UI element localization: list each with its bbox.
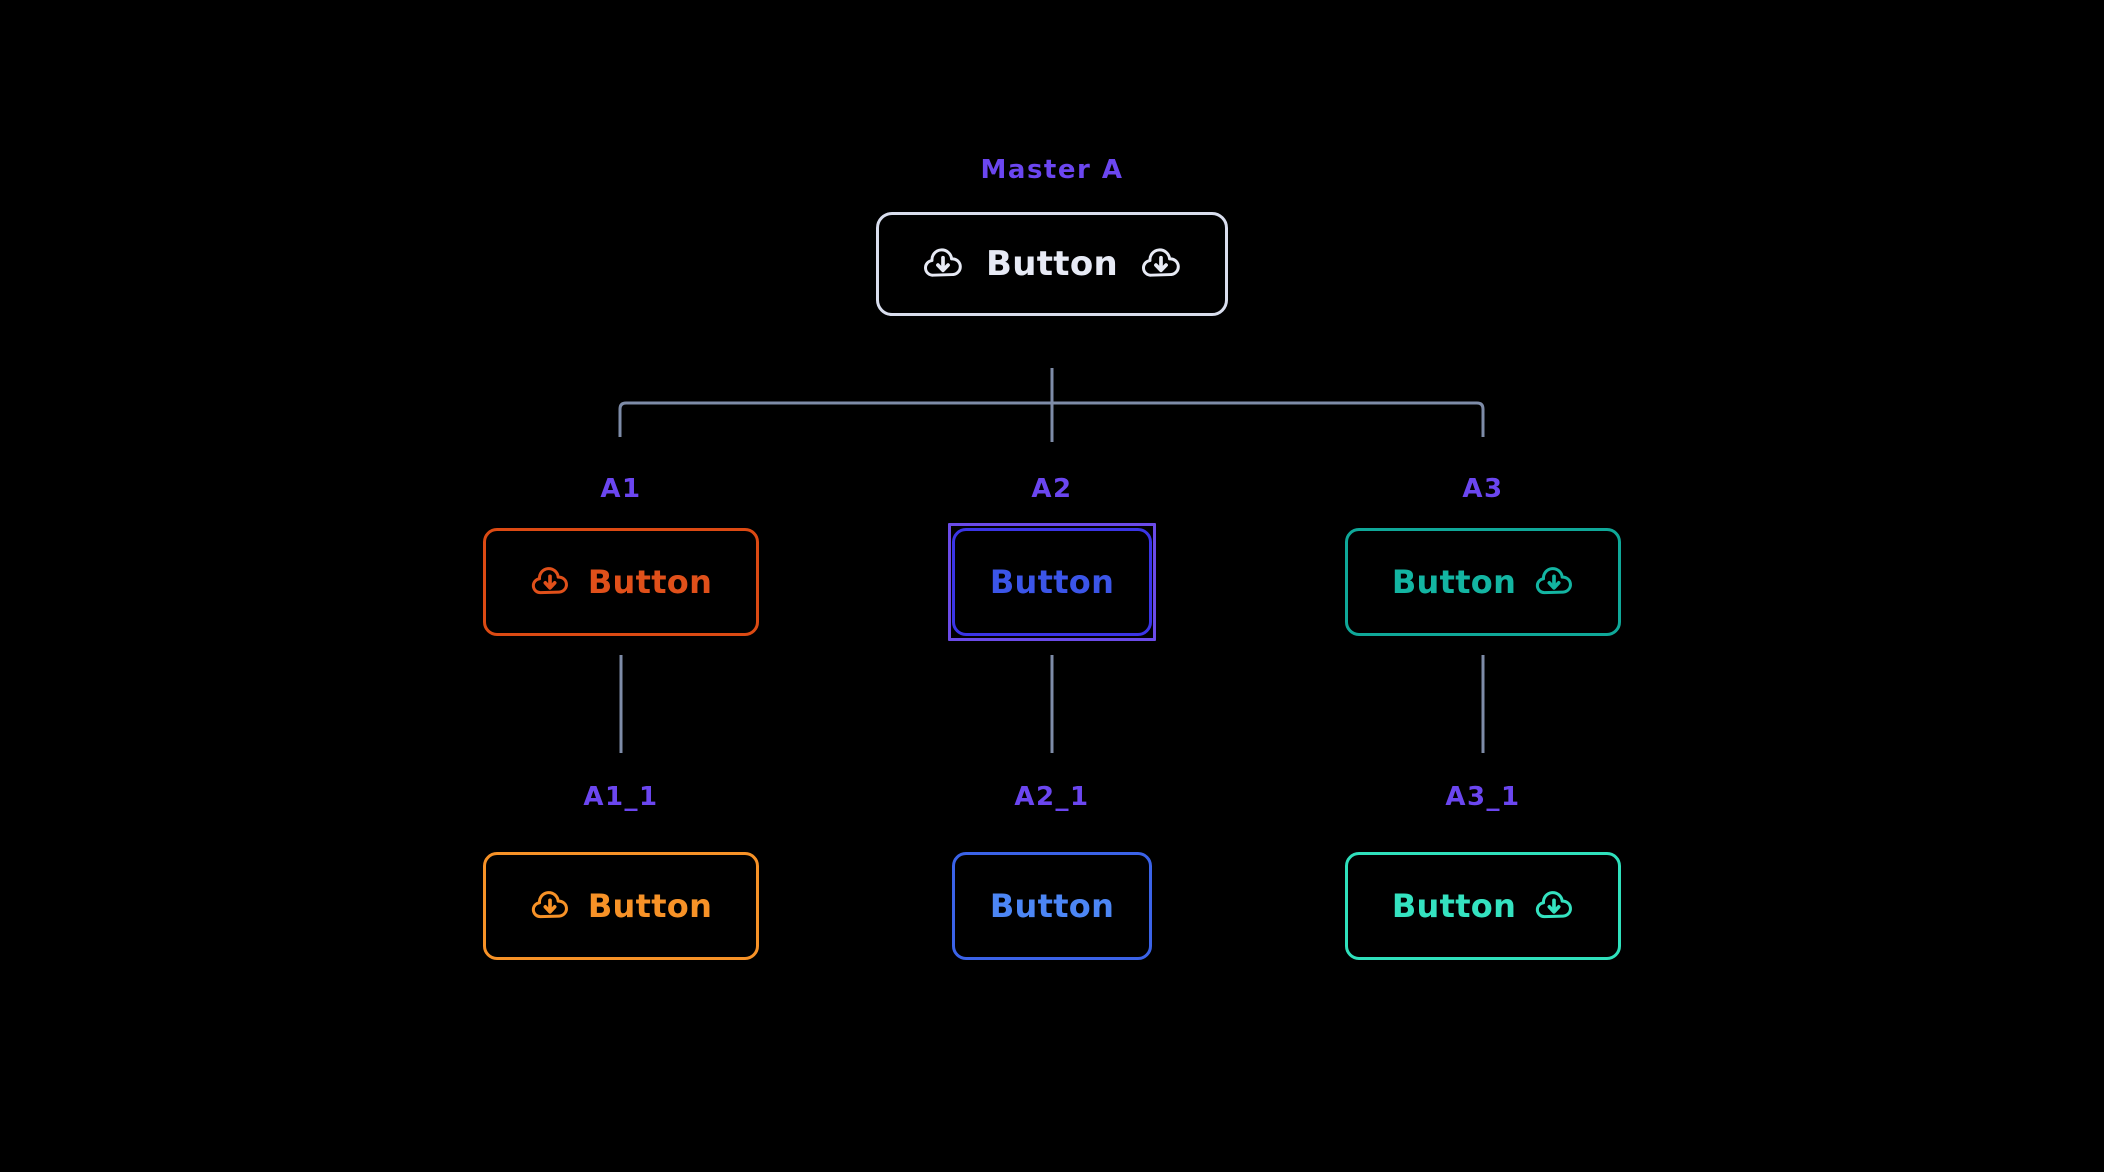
node-label-a1-1: A1_1 [583, 782, 659, 812]
button-a2-wrapper: Button [948, 523, 1156, 641]
button-a1[interactable]: Button [483, 528, 759, 636]
cloud-download-icon [530, 886, 570, 926]
edge-bus-bar [618, 401, 1485, 437]
button-a2-1[interactable]: Button [952, 852, 1152, 960]
button-label: Button [1391, 563, 1517, 601]
button-label: Button [989, 887, 1115, 925]
cloud-download-icon [1140, 243, 1182, 285]
button-a3-1[interactable]: Button [1345, 852, 1621, 960]
button-label: Button [587, 887, 713, 925]
button-label: Button [989, 563, 1115, 601]
button-label: Button [1391, 887, 1517, 925]
cloud-download-icon [1534, 886, 1574, 926]
node-label-a3: A3 [1462, 474, 1504, 504]
button-a3[interactable]: Button [1345, 528, 1621, 636]
cloud-download-icon [530, 562, 570, 602]
button-a1-1[interactable]: Button [483, 852, 759, 960]
node-label-a2: A2 [1031, 474, 1073, 504]
button-a2[interactable]: Button [952, 528, 1152, 636]
button-master-a[interactable]: Button [876, 212, 1228, 316]
node-label-master: Master A [980, 155, 1124, 185]
button-label: Button [587, 563, 713, 601]
cloud-download-icon [1534, 562, 1574, 602]
node-label-a1: A1 [600, 474, 642, 504]
node-label-a3-1: A3_1 [1445, 782, 1521, 812]
selection-ring [948, 523, 1156, 641]
node-label-a2-1: A2_1 [1014, 782, 1090, 812]
cloud-download-icon [922, 243, 964, 285]
button-label: Button [986, 244, 1118, 284]
